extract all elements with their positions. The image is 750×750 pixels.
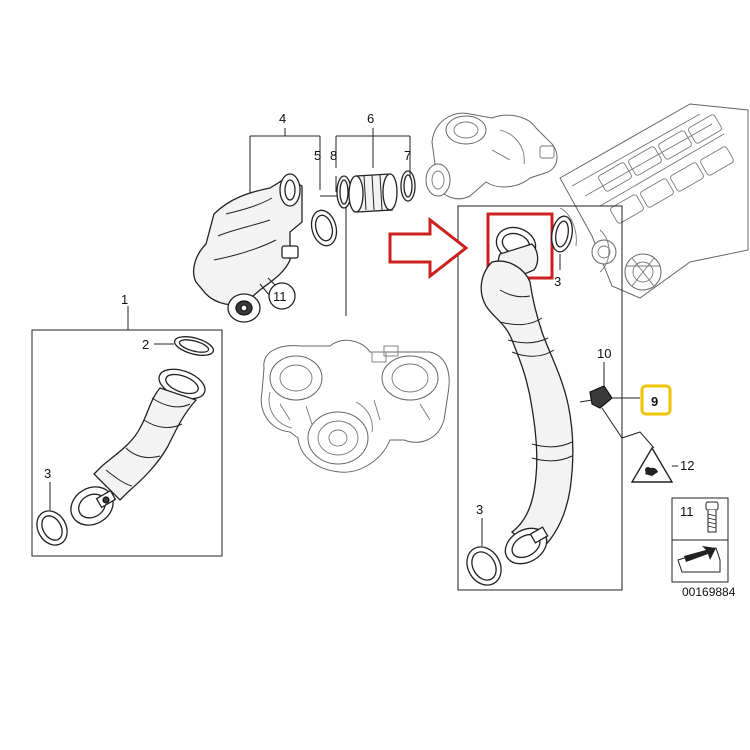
right-arrow-icon <box>388 216 469 280</box>
callout-3-left: 3 <box>44 466 51 481</box>
warning-triangle-icon <box>630 446 678 483</box>
connector-sleeve <box>335 168 416 213</box>
wrench-arrow-icon <box>677 546 721 573</box>
group-1-frame <box>31 306 223 557</box>
seal-ring-2 <box>154 336 215 356</box>
callout-7: 7 <box>404 148 411 163</box>
pressure-sensor <box>579 362 655 449</box>
callout-3-bottom: 3 <box>476 502 483 517</box>
seal-ring-intake <box>310 209 338 247</box>
highlight-box-yellow <box>640 384 672 416</box>
seal-ring-3-bottom <box>466 518 502 586</box>
charge-air-hose-left <box>70 368 206 526</box>
callout-11: 11 <box>273 289 287 304</box>
callout-11-circle <box>268 282 296 310</box>
callout-10: 10 <box>597 346 611 361</box>
callout-8: 8 <box>330 148 337 163</box>
seal-ring-3-top <box>551 215 573 270</box>
turbocharger <box>260 339 450 473</box>
callout-4: 4 <box>279 111 286 126</box>
callout-1: 1 <box>121 292 128 307</box>
bolt-icon <box>705 501 719 533</box>
group-6-bracket <box>335 128 411 168</box>
part-number: 00169884 <box>682 585 736 599</box>
callout-3-top: 3 <box>554 274 561 289</box>
legend-callout-11: 11 <box>680 504 694 519</box>
legend-box <box>671 497 729 583</box>
charge-air-hose-right <box>480 226 574 565</box>
callout-12: 12 <box>680 458 694 473</box>
throttle-housing <box>425 112 558 200</box>
callout-2: 2 <box>142 337 149 352</box>
callout-6: 6 <box>367 111 374 126</box>
callout-9: 9 <box>651 394 658 409</box>
intake-housing <box>192 173 303 323</box>
intake-manifold <box>559 103 749 299</box>
seal-ring-3-left <box>36 482 68 546</box>
callout-5: 5 <box>314 148 321 163</box>
